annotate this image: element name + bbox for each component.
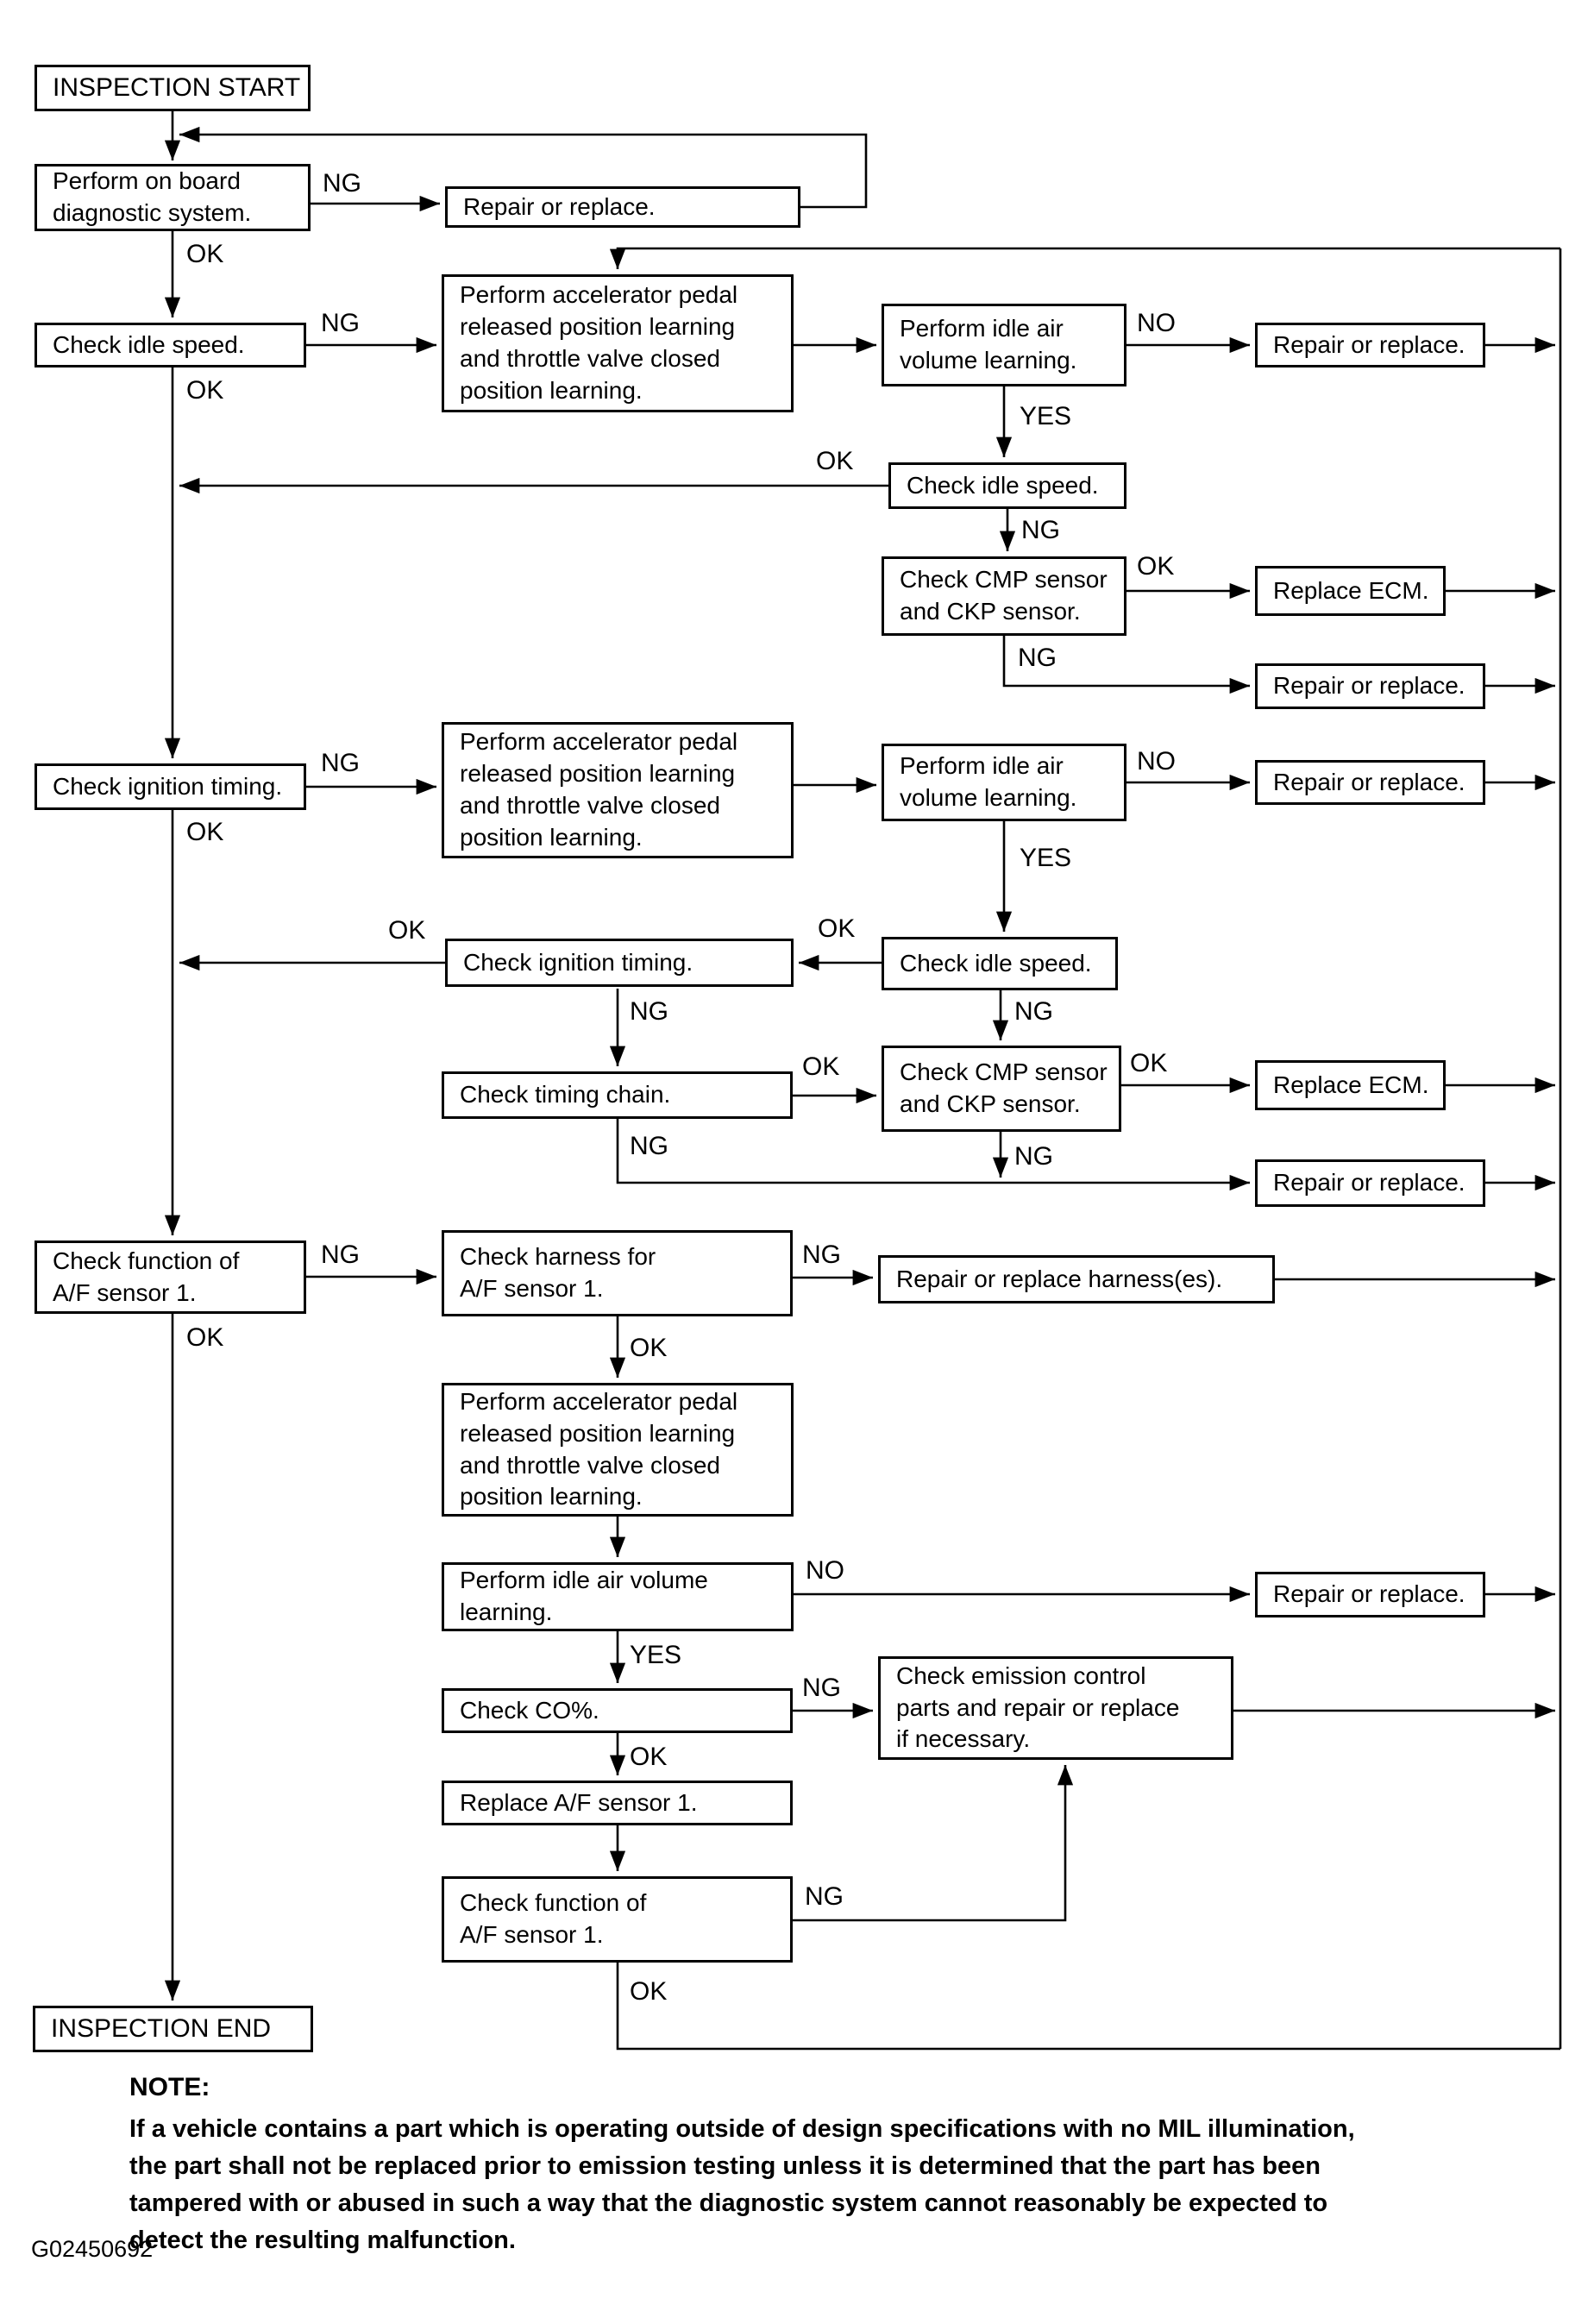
edge-label-ng-obd: NG — [321, 169, 363, 198]
node-idle-air-learning-1: Perform idle air volume learning. — [882, 304, 1126, 386]
edge-label-no-air-3: NO — [804, 1556, 846, 1585]
edge-label-no-air-1: NO — [1135, 309, 1177, 337]
node-check-idle-speed-2: Check idle speed. — [888, 462, 1126, 509]
node-inspection-end: INSPECTION END — [33, 2006, 313, 2052]
edge-label-ng-chain: NG — [628, 1132, 670, 1160]
node-check-idle-speed-1: Check idle speed. — [35, 323, 306, 367]
node-check-ignition-timing-1: Check ignition timing. — [35, 763, 306, 810]
node-accel-learning-1: Perform accelerator pedal released posit… — [442, 274, 794, 412]
edge-label-ok-idle-2: OK — [814, 447, 856, 475]
node-repair-harness: Repair or replace harness(es). — [878, 1255, 1275, 1303]
node-cmp-ckp-sensor-1: Check CMP sensor and CKP sensor. — [882, 556, 1126, 636]
edge-label-ok-cmp-2: OK — [1128, 1049, 1170, 1077]
node-replace-af-sensor: Replace A/F sensor 1. — [442, 1781, 793, 1825]
edge-label-ng-cmp-2: NG — [1013, 1142, 1055, 1171]
edge-label-yes-air-3: YES — [628, 1641, 684, 1669]
node-accel-learning-2: Perform accelerator pedal released posit… — [442, 722, 794, 858]
node-repair-or-replace-5: Repair or replace. — [1255, 1159, 1485, 1207]
node-replace-ecm-1: Replace ECM. — [1255, 566, 1446, 616]
node-repair-or-replace-2: Repair or replace. — [1255, 323, 1485, 367]
edge-label-ok-af-2: OK — [628, 1977, 669, 2006]
node-inspection-start: INSPECTION START — [35, 65, 311, 111]
edge-label-ok-chain: OK — [800, 1052, 842, 1081]
edge-label-ok-harness: OK — [628, 1334, 669, 1362]
node-check-emission-control: Check emission control parts and repair … — [878, 1656, 1233, 1760]
node-accel-learning-3: Perform accelerator pedal released posit… — [442, 1383, 794, 1517]
figure-id: G02450692 — [31, 2236, 154, 2262]
edge-label-ng-idle-3: NG — [1013, 997, 1055, 1026]
edge-label-ng-cmp-1: NG — [1016, 644, 1058, 672]
node-cmp-ckp-sensor-2: Check CMP sensor and CKP sensor. — [882, 1046, 1121, 1132]
edge-label-ng-harness: NG — [800, 1241, 843, 1269]
edge-label-ok-idle-3: OK — [816, 914, 857, 943]
note-block: NOTE: If a vehicle contains a part which… — [129, 2073, 1389, 2259]
node-check-af-function-2: Check function of A/F sensor 1. — [442, 1876, 793, 1963]
edge-label-yes-air-2: YES — [1018, 844, 1074, 872]
note-body: If a vehicle contains a part which is op… — [129, 2115, 1355, 2254]
edge-label-ok-cmp-1: OK — [1135, 552, 1177, 581]
node-check-ignition-timing-2: Check ignition timing. — [445, 939, 794, 987]
node-check-timing-chain: Check timing chain. — [442, 1071, 793, 1119]
edge-label-ok-obd: OK — [185, 240, 226, 268]
node-replace-ecm-2: Replace ECM. — [1255, 1060, 1446, 1110]
node-perform-obd: Perform on board diagnostic system. — [35, 164, 311, 231]
node-repair-or-replace-6: Repair or replace. — [1255, 1572, 1485, 1617]
edge-label-no-air-2: NO — [1135, 747, 1177, 776]
node-check-af-harness: Check harness for A/F sensor 1. — [442, 1230, 793, 1316]
node-check-idle-speed-3: Check idle speed. — [882, 937, 1118, 990]
edge-label-ok-ign-2: OK — [386, 916, 428, 945]
note-heading: NOTE: — [129, 2073, 210, 2101]
edge-label-ok-af-1: OK — [185, 1323, 226, 1352]
edge-label-ng-ign-2: NG — [628, 997, 670, 1026]
node-repair-or-replace-3: Repair or replace. — [1255, 663, 1485, 709]
edge-label-ng-idle-2: NG — [1020, 516, 1062, 544]
edge-label-ok-ign-1: OK — [185, 818, 226, 846]
edge-label-yes-air-1: YES — [1018, 402, 1074, 430]
edge-label-ng-co: NG — [800, 1674, 843, 1702]
edge-label-ng-ign-1: NG — [319, 749, 361, 777]
node-check-af-function-1: Check function of A/F sensor 1. — [35, 1241, 306, 1314]
node-idle-air-learning-3: Perform idle air volume learning. — [442, 1562, 794, 1631]
edge-label-ok-idle-1: OK — [185, 376, 226, 405]
node-repair-or-replace-1: Repair or replace. — [445, 186, 800, 228]
edge-label-ng-af-1: NG — [319, 1241, 361, 1269]
node-idle-air-learning-2: Perform idle air volume learning. — [882, 744, 1126, 821]
edge-label-ng-idle-1: NG — [319, 309, 361, 337]
node-repair-or-replace-4: Repair or replace. — [1255, 760, 1485, 805]
node-check-co: Check CO%. — [442, 1688, 793, 1733]
edge-label-ok-co: OK — [628, 1743, 669, 1771]
edge-label-ng-af-2: NG — [803, 1882, 845, 1911]
